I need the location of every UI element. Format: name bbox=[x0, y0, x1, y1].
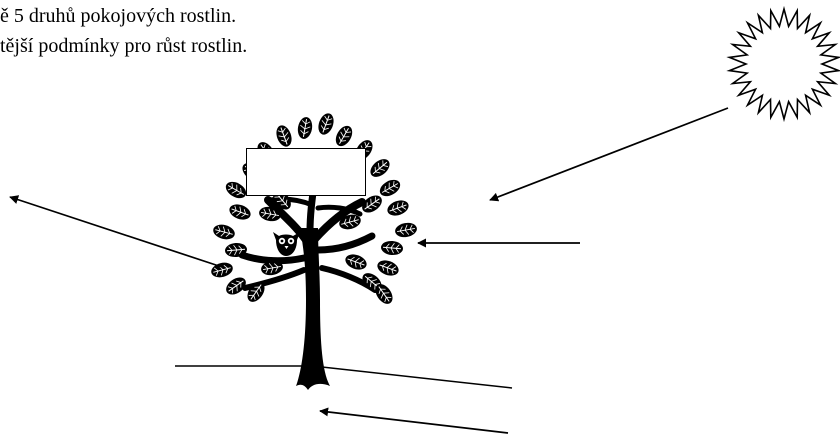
owl-icon bbox=[273, 232, 300, 256]
sun-icon bbox=[726, 5, 840, 123]
arrow-sun bbox=[489, 107, 729, 202]
tree-icon bbox=[209, 110, 419, 390]
answer-box[interactable] bbox=[246, 148, 366, 196]
instruction-line-2: tější podmínky pro růst rostlin. bbox=[0, 35, 248, 57]
instruction-line-1: ě 5 druhů pokojových rostlin. bbox=[0, 5, 237, 27]
pointer-lines bbox=[9, 107, 729, 434]
arrow-left bbox=[9, 195, 223, 268]
arrow-root bbox=[319, 407, 509, 434]
root-line bbox=[321, 366, 513, 389]
